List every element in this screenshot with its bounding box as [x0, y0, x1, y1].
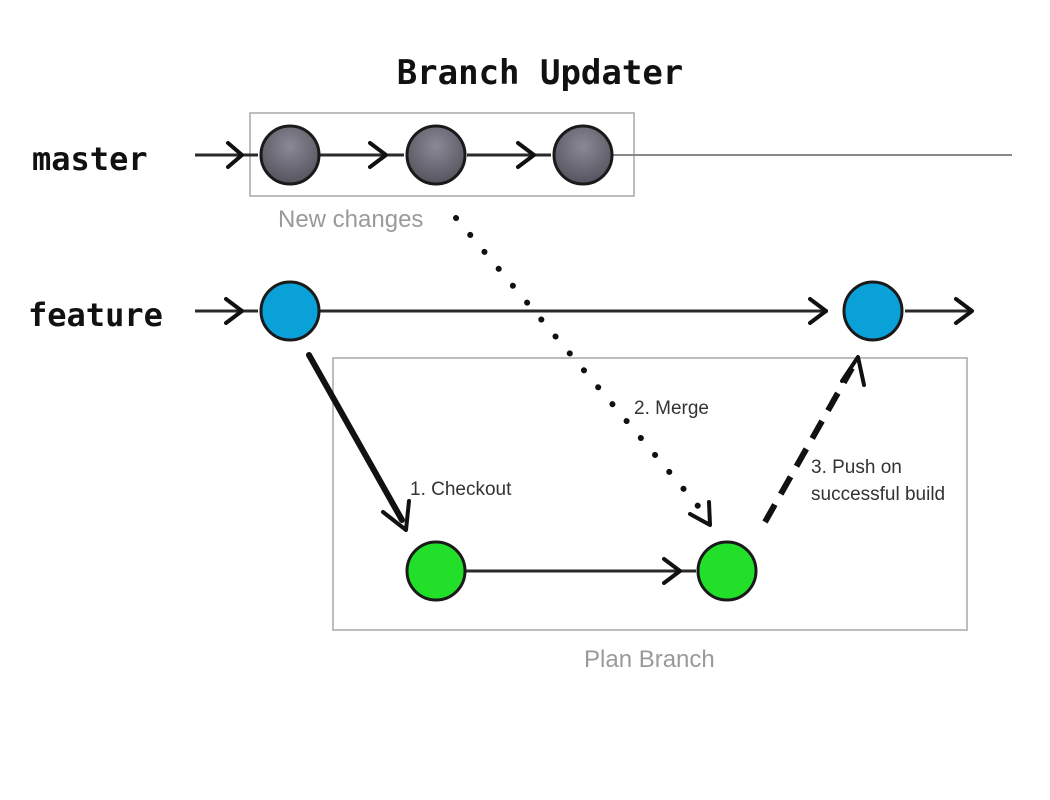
master-commit-3: [552, 124, 614, 186]
push-arrow: [762, 355, 866, 524]
feature-commit-1: [259, 280, 321, 342]
feature-commit-2: [842, 280, 904, 342]
step2-label: 2. Merge: [634, 398, 709, 419]
step1-label: 1. Checkout: [410, 479, 512, 500]
merge-arrow: [453, 215, 712, 527]
plan-branch-line: [465, 557, 696, 585]
diagram-title: Branch Updater: [397, 53, 684, 93]
new-changes-label: New changes: [278, 206, 423, 233]
master-branch-label: master: [32, 140, 148, 178]
plan-commit-1: [405, 540, 467, 602]
master-commit-2: [405, 124, 467, 186]
step3-label-line2: successful build: [811, 484, 945, 505]
plan-branch-box: [332, 357, 968, 631]
master-line: [195, 141, 1012, 169]
checkout-arrow: [306, 352, 411, 532]
feature-line: [195, 297, 974, 325]
step3-label-line1: 3. Push on: [811, 457, 902, 478]
plan-commit-2: [696, 540, 758, 602]
master-commit-1: [259, 124, 321, 186]
plan-branch-label: Plan Branch: [584, 646, 715, 673]
feature-branch-label: feature: [28, 296, 163, 334]
